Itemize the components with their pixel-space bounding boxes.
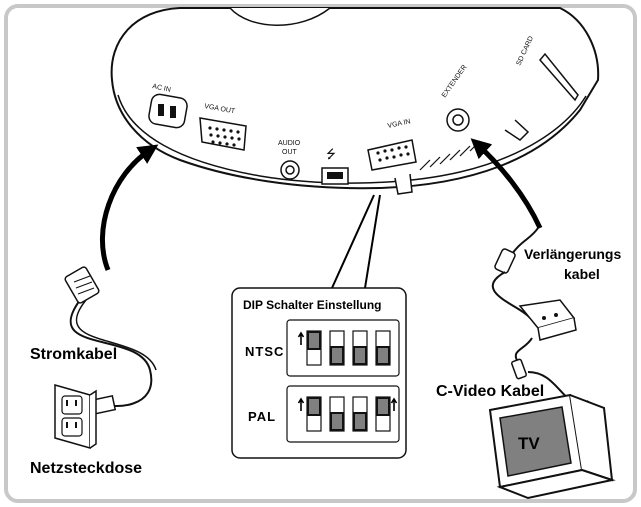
audio-out-label-1: AUDIO <box>278 140 301 147</box>
pal-label: PAL <box>248 409 276 424</box>
video-cable <box>491 227 601 418</box>
usb-icon: ⭍ <box>326 147 336 161</box>
ntsc-switch-3-knob-down <box>353 346 367 365</box>
pal-up-arrow-icon <box>390 397 398 411</box>
ntsc-switch-4-knob-down <box>376 346 390 365</box>
extension-cable-label-1: Verlängerungs <box>524 246 622 262</box>
wall-outlet <box>54 384 97 449</box>
power-arrow <box>99 144 159 271</box>
dip-switch-panel: DIP Schalter Einstellung NTSC PAL <box>231 287 407 459</box>
dip-title: DIP Schalter Einstellung <box>243 298 381 312</box>
ntsc-switch-1-knob-up <box>307 331 321 350</box>
callout-line-right <box>364 194 381 289</box>
audio-out-label-2: OUT <box>282 149 298 156</box>
power-cable <box>64 266 157 416</box>
ac-in-label: AC IN <box>152 83 172 94</box>
vga-in-port <box>367 139 417 171</box>
vga-in-label: VGA IN <box>387 118 411 130</box>
pal-switch-2-knob-down <box>330 412 344 431</box>
power-cable-label: Stromkabel <box>30 346 118 363</box>
extension-cable-label-2: kabel <box>564 266 600 282</box>
ac-in-port <box>148 93 188 129</box>
callout-line-left <box>331 194 375 289</box>
pal-switch-4-knob-up <box>376 397 390 416</box>
pal-up-arrow-icon <box>297 397 305 411</box>
video-arrow <box>470 138 543 230</box>
pal-switch-1-knob-up <box>307 397 321 416</box>
tv-label: TV <box>518 434 540 453</box>
extender-port <box>446 108 470 132</box>
usb-port <box>321 167 349 185</box>
pal-switch-3-knob-down <box>353 412 367 431</box>
outlet-label: Netzsteckdose <box>30 460 143 477</box>
vga-out-port <box>199 117 247 151</box>
audio-out-port <box>280 160 300 180</box>
ntsc-label: NTSC <box>245 344 284 359</box>
tv-set: TV <box>488 393 616 500</box>
ntsc-up-arrow-icon <box>297 331 305 345</box>
ntsc-switch-2-knob-down <box>330 346 344 365</box>
cvideo-cable-label: C-Video Kabel <box>436 383 545 400</box>
